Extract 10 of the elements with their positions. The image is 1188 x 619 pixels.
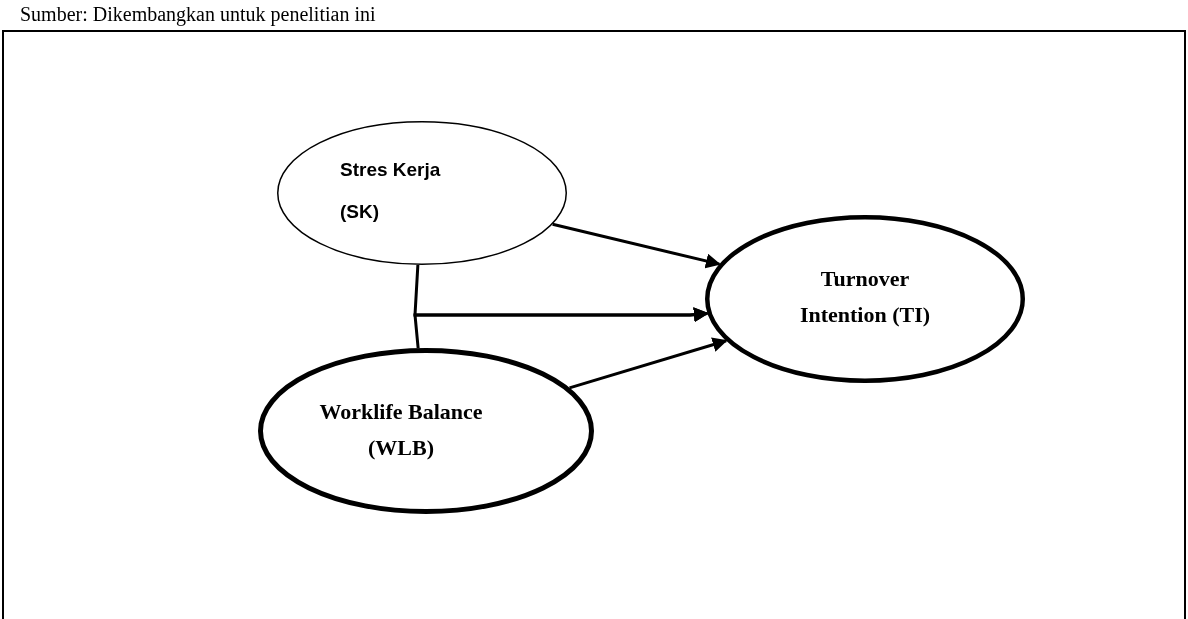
construct-label: Turnover Intention (TI) (798, 265, 932, 329)
construct-label: Worklife Balance (WLB) (318, 398, 484, 462)
source-note: Sumber: Dikembangkan untuk penelitian ini (20, 2, 376, 26)
construct-ellipse (705, 215, 1025, 383)
construct-ellipse (258, 348, 594, 514)
arrow (413, 307, 709, 349)
construct-ellipse (277, 121, 567, 265)
construct-label: Stres Kerja (SK) (340, 158, 442, 224)
arrow (569, 337, 728, 390)
arrow (552, 222, 721, 269)
